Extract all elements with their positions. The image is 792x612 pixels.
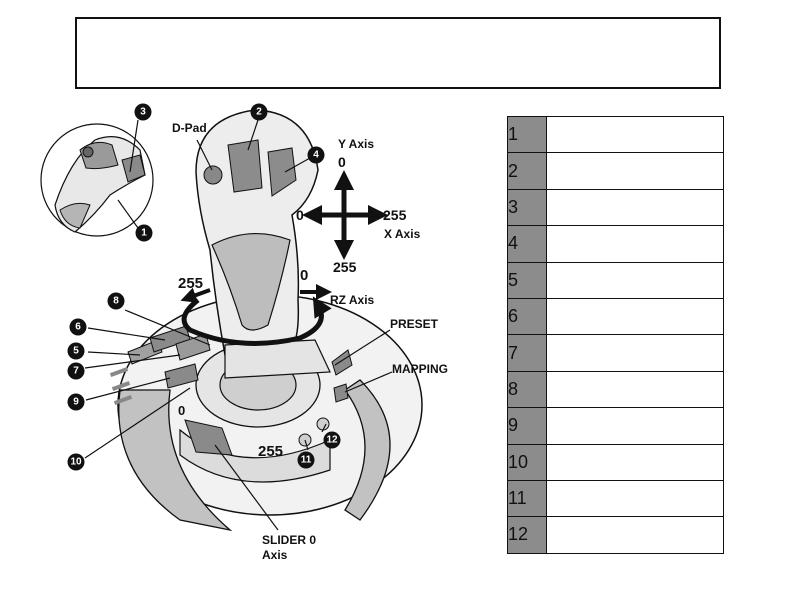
rz-axis-label: RZ Axis [330,293,375,307]
table-row: 3 [507,188,724,227]
svg-text:12: 12 [326,435,338,446]
row-value-cell[interactable] [546,115,724,154]
svg-text:5: 5 [73,346,79,357]
table-row: 9 [507,407,724,445]
row-number: 4 [507,225,547,263]
row-number: 7 [507,334,547,372]
row-number: 8 [507,370,547,409]
row-number: 6 [507,297,547,336]
row-number: 9 [507,407,547,445]
row-value-cell[interactable] [546,225,724,263]
row-number: 10 [507,443,547,481]
callout-10: 10 [67,453,85,471]
x-axis-min: 0 [296,207,304,223]
table-row: 1 [507,115,724,154]
svg-text:4: 4 [313,150,319,161]
svg-text:2: 2 [256,107,262,118]
row-number: 12 [507,516,547,554]
table-row: 7 [507,334,724,372]
callout-5: 5 [67,342,85,360]
callout-11: 11 [297,451,315,469]
rz-right-value: 0 [300,267,308,284]
row-number: 1 [507,115,547,154]
row-value-cell[interactable] [546,370,724,409]
row-number: 2 [507,152,547,190]
svg-text:7: 7 [73,366,79,377]
joystick-base [109,294,423,532]
row-value-cell[interactable] [546,297,724,336]
callout-6: 6 [69,318,87,336]
rz-rotation-arrow [180,284,332,346]
row-value-cell[interactable] [546,334,724,372]
row-value-cell[interactable] [546,188,724,227]
y-axis-label: Y Axis [338,137,374,151]
mapping-label: MAPPING [392,362,448,376]
callout-8: 8 [107,292,125,310]
xy-axis-cross [302,170,388,260]
title-box [75,17,721,89]
callout-4: 4 [307,146,325,164]
slider-min-value: 0 [178,403,185,418]
svg-text:1: 1 [141,228,147,239]
inset-view [40,119,154,237]
svg-text:11: 11 [301,455,312,466]
row-value-cell[interactable] [546,479,724,518]
table-row: 6 [507,297,724,336]
callout-2: 2 [250,103,268,121]
table-row: 5 [507,261,724,299]
preset-label: PRESET [390,317,439,331]
leader-lines [84,119,393,531]
row-value-cell[interactable] [546,443,724,481]
svg-text:8: 8 [113,296,119,307]
y-axis-min: 0 [338,154,346,170]
table-row: 11 [507,479,724,518]
x-axis-label: X Axis [384,227,421,241]
row-number: 11 [507,479,547,518]
slider-axis-label-line2: Axis [262,548,288,562]
callout-12: 12 [323,431,341,449]
row-number: 5 [507,261,547,299]
slider-axis-label-line1: SLIDER 0 [262,533,316,547]
row-value-cell[interactable] [546,407,724,445]
svg-text:9: 9 [73,397,79,408]
callout-7: 7 [67,362,85,380]
x-axis-max: 255 [383,207,407,223]
table-row: 2 [507,152,724,190]
row-value-cell[interactable] [546,261,724,299]
slider-max-value: 255 [258,443,283,460]
svg-text:6: 6 [75,322,81,333]
callout-9: 9 [67,393,85,411]
table-row: 12 [507,516,724,554]
svg-text:10: 10 [70,457,82,468]
svg-text:3: 3 [140,107,146,118]
table-row: 8 [507,370,724,409]
dpad-label: D-Pad [172,121,207,135]
callout-1: 1 [135,224,153,242]
table-row: 10 [507,443,724,481]
table-row: 4 [507,225,724,263]
y-axis-max: 255 [333,259,357,275]
rz-left-value: 255 [178,275,203,292]
callout-3: 3 [134,103,152,121]
row-value-cell[interactable] [546,516,724,554]
row-value-cell[interactable] [546,152,724,190]
row-number: 3 [507,188,547,227]
